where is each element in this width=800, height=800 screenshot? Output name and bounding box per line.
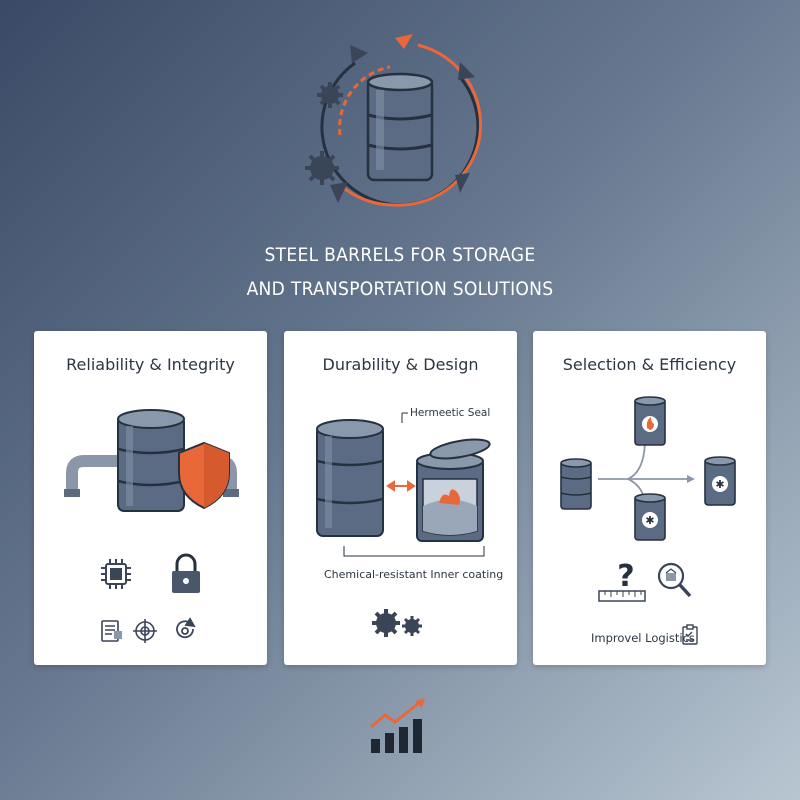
- refresh-icon: [176, 617, 196, 639]
- svg-text:✱: ✱: [715, 478, 724, 491]
- pipeline-barrel-icon: [64, 409, 239, 512]
- target-icon: [133, 619, 157, 643]
- svg-text:✱: ✱: [645, 514, 654, 527]
- growth-chart-icon: [370, 698, 425, 753]
- seal-label: Hermeetic Seal: [410, 407, 491, 419]
- lock-icon: [172, 553, 200, 593]
- coating-label: Chemical-resistant Inner coating: [324, 568, 504, 581]
- svg-text:?: ?: [617, 559, 634, 594]
- title-line-2: AND TRANSPORTATION SOLUTIONS: [246, 278, 554, 300]
- card-durability: Durability & Design Hermeetic Seal Chemi…: [284, 331, 517, 665]
- ruler-icon: [598, 590, 646, 602]
- card-reliability-title: Reliability & Integrity: [66, 355, 235, 374]
- document-icon: [101, 620, 122, 642]
- page-title: STEEL BARRELS FOR STORAGE AND TRANSPORTA…: [0, 238, 800, 306]
- card-durability-title: Durability & Design: [322, 355, 479, 374]
- open-barrel-icon: [416, 438, 491, 542]
- card-durability-illustration: [316, 412, 491, 637]
- flammable-barrel-icon: [634, 396, 666, 446]
- barrel-cycle-icon: [305, 34, 483, 207]
- gears-icon: [372, 609, 422, 637]
- card-selection-title: Selection & Efficiency: [562, 355, 737, 374]
- shield-icon: [178, 441, 230, 510]
- barrel-icon: [560, 458, 592, 510]
- card-reliability: Reliability & Integrity: [34, 331, 267, 665]
- title-line-1: STEEL BARRELS FOR STORAGE: [264, 244, 536, 266]
- hazard-barrel-icon: ✱: [634, 493, 666, 541]
- chip-icon: [101, 559, 131, 589]
- card-selection-illustration: ✱ ✱ ?: [560, 396, 736, 645]
- question-icon: ?: [617, 559, 634, 594]
- card-selection: ✱ ✱ ? Selection & E: [533, 331, 766, 665]
- barrel-icon: [316, 419, 384, 537]
- logistics-label: Improvel Logistics: [591, 631, 695, 645]
- checklist-icon: [682, 624, 698, 645]
- hazard-barrel-icon: ✱: [704, 456, 736, 506]
- magnifier-icon: [657, 562, 692, 598]
- card-reliability-illustration: [64, 409, 239, 643]
- double-arrow-icon: [386, 480, 416, 492]
